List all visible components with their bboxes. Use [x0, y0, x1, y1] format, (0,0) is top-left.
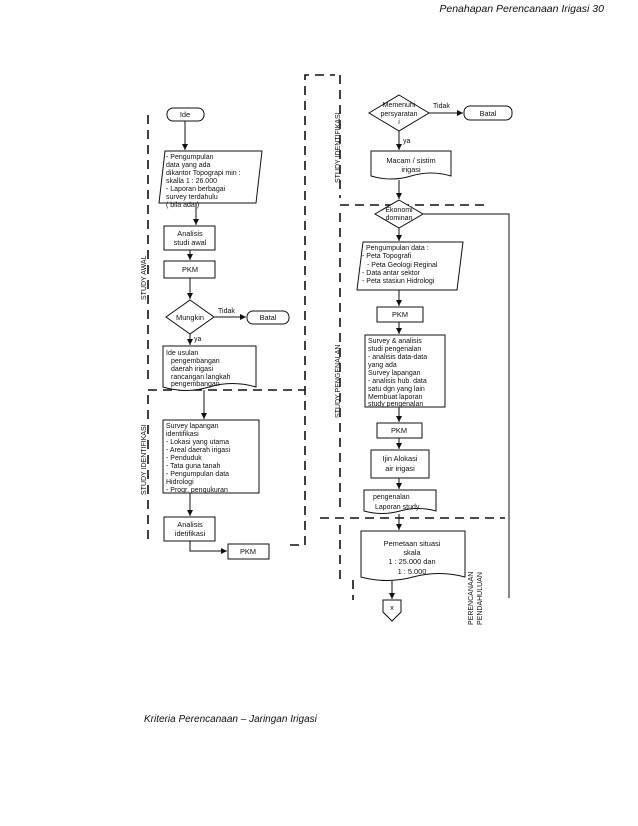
analisis-identifikasi-node: Analisis idetifikasi — [163, 516, 216, 542]
svg-text:skala: skala — [403, 548, 421, 557]
pkm-node-3: PKM — [376, 306, 424, 323]
svg-text:Memenuhi: Memenuhi — [383, 102, 416, 109]
svg-text:Survey lapangan: Survey lapangan — [368, 370, 421, 377]
svg-text:survey terdahulu: survey terdahulu — [166, 194, 218, 201]
svg-text:1 : 5.000: 1 : 5.000 — [398, 567, 427, 576]
svg-text:- Peta Topografi: - Peta Topografi — [362, 253, 412, 260]
survey-identifikasi-node: Survey lapangan identifikasi - Lokasi ya… — [162, 419, 260, 494]
pemetaan-situasi-node: Pemetaan situasi skala 1 : 25.000 dan 1 … — [360, 530, 466, 581]
page-header: Penahapan Perencanaan Irigasi 30 — [439, 3, 604, 15]
ya-label-1: ya — [194, 336, 202, 343]
label-perencanaan-2: PENDAHULUAN — [477, 572, 484, 625]
svg-text:Hidrologi: Hidrologi — [166, 479, 194, 486]
pkm-node-1: PKM — [163, 260, 216, 279]
svg-text:- Laporan berbagai: - Laporan berbagai — [166, 186, 226, 193]
batal-node-2: Batal — [463, 105, 513, 121]
svg-text:Ijin Alokasi: Ijin Alokasi — [383, 454, 418, 463]
macam-sistim-node: Macam / sistim irigasi — [370, 150, 452, 180]
ya-label-2: ya — [403, 138, 411, 145]
mungkin-decision: Mungkin — [165, 299, 215, 335]
ijin-alokasi-node: Ijin Alokasi air irigasi — [370, 449, 430, 479]
label-study-awal: STUDY AWAL — [141, 255, 148, 300]
svg-text:( bila ada ): ( bila ada ) — [166, 202, 199, 209]
svg-text:1 : 25.000 dan: 1 : 25.000 dan — [388, 557, 435, 566]
svg-text:dominan: dominan — [386, 215, 413, 222]
svg-text:- Lokasi yang utama: - Lokasi yang utama — [166, 439, 229, 446]
svg-text:yang ada: yang ada — [368, 362, 397, 369]
svg-text:- analisis hub. data: - analisis hub. data — [368, 378, 427, 385]
svg-text:Membuat laporan: Membuat laporan — [368, 394, 423, 401]
svg-text:- Progr. pengukuran: - Progr. pengukuran — [166, 487, 228, 494]
svg-text:- analisis data-data: - analisis data-data — [368, 354, 427, 361]
svg-text:Analisis: Analisis — [177, 520, 203, 529]
svg-text:rancangan langkah: rancangan langkah — [171, 374, 231, 381]
label-perencanaan-1: PERENCANAAN — [468, 572, 475, 625]
pengumpulan-data-node: - Pengumpulan data yang ada dikantor Top… — [158, 150, 263, 209]
pkm-node-2: PKM — [227, 543, 270, 560]
svg-text:Batal: Batal — [260, 313, 277, 322]
svg-text:studi pengenalan: studi pengenalan — [368, 346, 421, 353]
svg-text:- Penduduk: - Penduduk — [166, 455, 202, 462]
svg-text:skalla 1 : 26.000: skalla 1 : 26.000 — [166, 178, 217, 185]
svg-text:Ekonomi: Ekonomi — [385, 207, 413, 214]
memenuhi-decision: Memenuhi persyaratan i — [368, 94, 430, 132]
svg-text:Mungkin: Mungkin — [176, 313, 204, 322]
svg-text:Laporan study: Laporan study — [375, 504, 420, 511]
svg-text:PKM: PKM — [182, 265, 198, 274]
batal-node-1: Batal — [246, 310, 290, 325]
svg-text:Survey & analisis: Survey & analisis — [368, 338, 422, 345]
label-study-identifikasi-right: STUDY IDENTIFIKASI — [335, 112, 342, 183]
label-study-identifikasi-left: STUDY IDENTIFIKASI — [141, 424, 148, 495]
survey-pengenalan-node: Survey & analisis studi pengenalan - ana… — [364, 334, 446, 408]
svg-text:pengenalan: pengenalan — [373, 494, 410, 501]
svg-text:- Tata guna tanah: - Tata guna tanah — [166, 463, 220, 470]
analisis-studi-awal-node: Analisis studi awal — [163, 225, 216, 251]
page-footer: Kriteria Perencanaan – Jaringan Irigasi — [144, 714, 318, 725]
svg-text:i: i — [398, 119, 400, 126]
svg-text:persyaratan: persyaratan — [381, 111, 418, 118]
svg-text:x: x — [390, 605, 394, 612]
svg-text:irigasi: irigasi — [401, 165, 421, 174]
svg-text:PKM: PKM — [391, 426, 407, 435]
tidak-label-1: Tidak — [218, 308, 235, 315]
ide-node: Ide — [166, 107, 205, 122]
svg-text:- Peta Geologi Reginal: - Peta Geologi Reginal — [367, 262, 438, 269]
svg-text:Survey lapangan: Survey lapangan — [166, 423, 219, 430]
svg-text:- Pengumpulan data: - Pengumpulan data — [166, 471, 229, 478]
ide-usulan-node: Ide usulan pengembangan daerah irigasi r… — [162, 345, 257, 391]
svg-text:dikantor Topograpi min :: dikantor Topograpi min : — [166, 170, 241, 177]
pengumpulan-peta-node: Pengumpulan data : - Peta Topografi - Pe… — [356, 241, 464, 291]
svg-text:Ide usulan: Ide usulan — [166, 350, 198, 357]
svg-text:studi awal: studi awal — [174, 238, 207, 247]
offpage-connector: x — [382, 599, 402, 622]
svg-text:Batal: Batal — [480, 109, 497, 118]
svg-text:- Data antar sektor: - Data antar sektor — [362, 270, 421, 277]
svg-text:- Areal daerah irigasi: - Areal daerah irigasi — [166, 447, 231, 454]
svg-text:daerah irigasi: daerah irigasi — [171, 366, 213, 373]
svg-text:identifikasi: identifikasi — [166, 431, 199, 438]
svg-text:satu dgn yang lain: satu dgn yang lain — [368, 386, 425, 393]
svg-text:air irigasi: air irigasi — [385, 464, 415, 473]
svg-text:pengembangan: pengembangan — [171, 358, 220, 365]
svg-text:PKM: PKM — [240, 547, 256, 556]
stage-boundaries — [147, 74, 505, 600]
svg-text:pengembangan: pengembangan — [171, 381, 220, 388]
svg-text:Pemetaan situasi: Pemetaan situasi — [384, 539, 441, 548]
svg-text:- Peta stasiun Hidrologi: - Peta stasiun Hidrologi — [362, 278, 435, 285]
svg-text:Pengumpulan data :: Pengumpulan data : — [366, 245, 429, 252]
svg-text:Macam / sistim: Macam / sistim — [386, 156, 435, 165]
pkm-node-4: PKM — [376, 422, 423, 439]
svg-text:idetifikasi: idetifikasi — [175, 529, 206, 538]
svg-text:- Pengumpulan: - Pengumpulan — [166, 154, 214, 161]
svg-text:PKM: PKM — [392, 310, 408, 319]
svg-text:Ide: Ide — [180, 110, 190, 119]
tidak-label-2: Tidak — [433, 103, 450, 110]
svg-text:study pengenalan: study pengenalan — [368, 401, 423, 408]
label-study-pengenalan: STUDY PENGENALAN — [335, 345, 342, 418]
laporan-study-node: pengenalan Laporan study — [363, 489, 437, 514]
svg-text:data yang ada: data yang ada — [166, 162, 210, 169]
svg-text:Analisis: Analisis — [177, 229, 203, 238]
